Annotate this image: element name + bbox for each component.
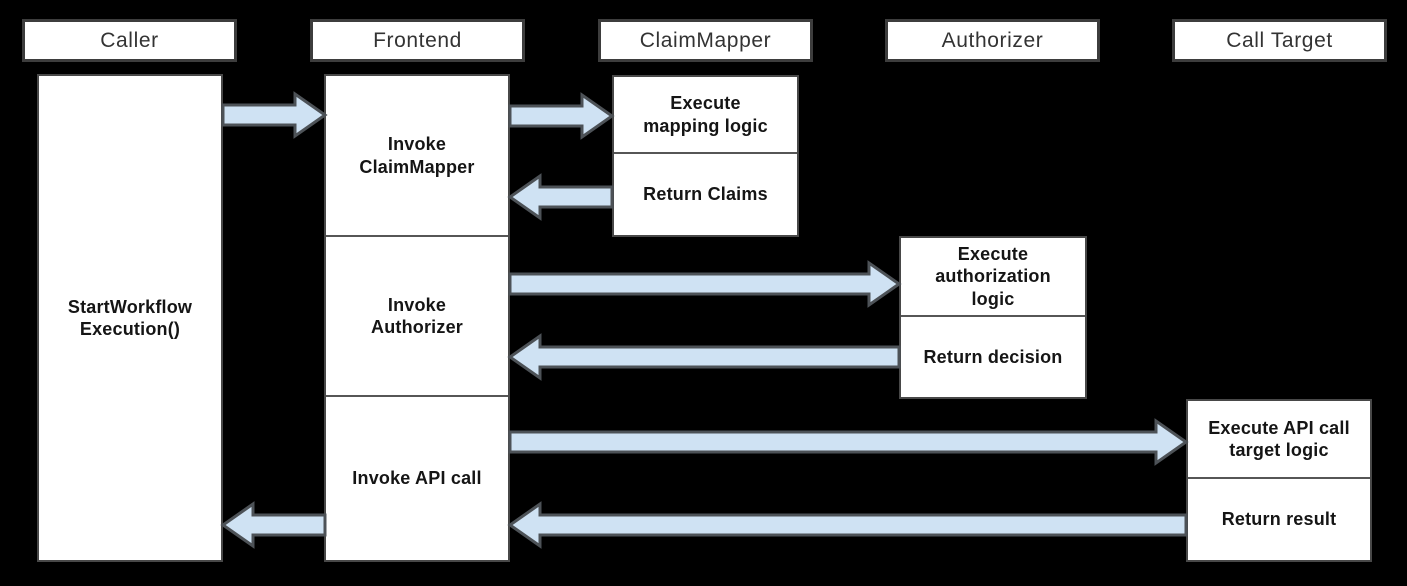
segment-startworkflowexecution: StartWorkflow Execution() [39,76,221,560]
lifeline-header-caller: Caller [22,19,237,62]
arrow-frontend-to-caller [220,501,327,549]
activation-frontend: Invoke ClaimMapper Invoke Authorizer Inv… [324,74,510,562]
arrow-frontend-to-claimmapper [508,92,615,140]
segment-execute-authorization-logic: Execute authorization logic [901,238,1085,315]
segment-label: Execute authorization logic [935,243,1051,309]
arrow-authorizer-to-frontend [507,333,901,381]
lifeline-header-authorizer: Authorizer [885,19,1100,62]
segment-label: Return result [1221,509,1337,530]
activation-caller: StartWorkflow Execution() [37,74,223,562]
segment-return-claims: Return Claims [614,152,797,235]
segment-return-result: Return result [1188,477,1370,560]
segment-invoke-claimmapper: Invoke ClaimMapper [326,76,508,235]
segment-return-decision: Return decision [901,315,1085,397]
segment-label: StartWorkflow Execution() [67,296,193,340]
segment-label: Invoke ClaimMapper [359,134,475,177]
segment-execute-mapping-logic: Execute mapping logic [614,77,797,152]
segment-label: Execute API call target logic [1208,417,1350,461]
lifeline-header-call-target: Call Target [1172,19,1387,62]
arrow-call-target-to-frontend [507,501,1188,549]
segment-invoke-authorizer: Invoke Authorizer [326,235,508,395]
arrow-caller-to-frontend [221,91,328,139]
arrow-frontend-to-authorizer [508,260,902,308]
activation-call-target: Execute API call target logic Return res… [1186,399,1372,562]
lifeline-header-claimmapper: ClaimMapper [598,19,813,62]
segment-label: Execute mapping logic [643,93,768,136]
segment-label: Return Claims [643,184,768,205]
lifeline-header-frontend: Frontend [310,19,525,62]
segment-label: Return decision [923,346,1063,367]
arrow-frontend-to-call-target [508,418,1189,466]
arrow-claimmapper-to-frontend [507,173,614,221]
segment-invoke-api-call: Invoke API call [326,395,508,560]
activation-authorizer: Execute authorization logic Return decis… [899,236,1087,399]
segment-label: Invoke API call [352,468,482,489]
segment-label: Invoke Authorizer [371,294,463,338]
segment-execute-api-call-target-logic: Execute API call target logic [1188,401,1370,477]
activation-claimmapper: Execute mapping logic Return Claims [612,75,799,237]
